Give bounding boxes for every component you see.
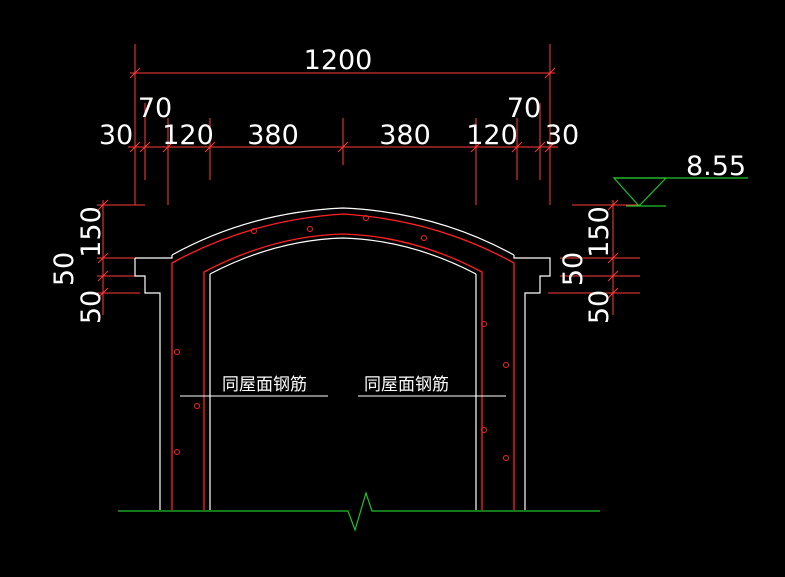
rebar-dots [174,215,509,461]
note-left: 同屋面钢筋 [222,375,307,395]
dim-right-380: 380 [379,120,431,151]
overall-width-label: 1200 [304,45,373,76]
dim-left-30: 30 [99,120,133,151]
elevation-marker [612,177,748,207]
arch-outline [134,207,551,510]
segment-dimension-line [128,103,558,205]
left-dim-50a: 50 [49,252,80,286]
left-dim-150: 150 [76,206,107,258]
right-dim-50b: 50 [584,290,615,324]
overall-dimension [129,44,556,205]
elevation-label: 8.55 [686,151,746,182]
right-vertical-dimension [548,199,640,315]
dim-right-30: 30 [545,120,579,151]
left-vertical-dimension [97,199,145,315]
right-dim-150: 150 [584,206,615,258]
break-line [118,491,600,532]
dim-left-120: 120 [162,120,214,151]
dim-left-70: 70 [138,93,172,124]
dim-right-70: 70 [507,93,541,124]
dim-left-380: 380 [247,120,299,151]
rebar-lines [171,213,515,510]
left-dim-50b: 50 [76,290,107,324]
right-dim-50a: 50 [558,252,589,286]
note-right: 同屋面钢筋 [364,375,449,395]
dim-right-120: 120 [466,120,518,151]
